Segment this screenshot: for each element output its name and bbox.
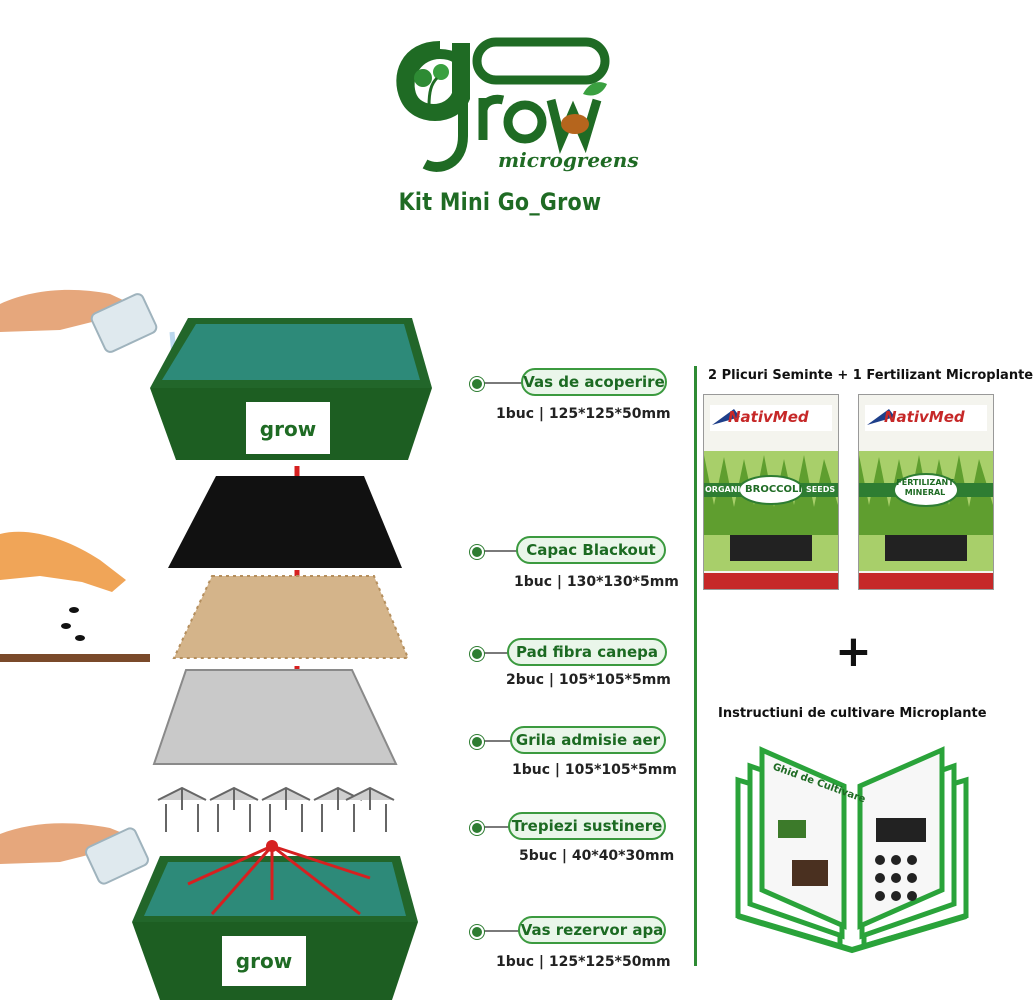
air-grid-icon (154, 670, 396, 764)
section-divider (694, 366, 697, 966)
component-spec-cover-tray: 1buc | 125*125*50mm (496, 406, 671, 422)
leader-dot (470, 821, 484, 835)
cover-tray-icon: grow (150, 318, 432, 460)
reservoir-tray-icon: grow (132, 840, 418, 1000)
guide-heading: Instructiuni de cultivare Microplante (718, 706, 987, 721)
brand-logo (385, 36, 625, 184)
packet-brand: NativMed (884, 408, 965, 426)
leader-line (475, 550, 523, 552)
svg-text:grow: grow (260, 417, 316, 441)
component-label-air-grid: Grila admisie aer (510, 726, 666, 754)
packet-brand: NativMed (728, 408, 809, 426)
component-spec-reservoir: 1buc | 125*125*50mm (496, 954, 671, 970)
leader-dot (470, 377, 484, 391)
leader-line (475, 826, 523, 828)
packet-right-tag: SEEDS (806, 485, 836, 494)
blackout-lid-icon (168, 476, 402, 568)
leader-line (475, 740, 523, 742)
hand-pouring-bottom-icon (0, 823, 171, 917)
component-spec-air-grid: 1buc | 105*105*5mm (512, 762, 677, 778)
component-spec-tripods: 5buc | 40*40*30mm (519, 848, 675, 864)
component-label-blackout: Capac Blackout (516, 536, 666, 564)
component-spec-hemp-pad: 2buc | 105*105*5mm (506, 672, 671, 688)
component-label-tripods: Trepiezi sustinere (508, 812, 666, 840)
page-title: Kit Mini Go_Grow (398, 188, 602, 216)
leader-dot (470, 735, 484, 749)
packet-product-name: BROCCOLI (745, 484, 803, 495)
component-label-reservoir: Vas rezervor apa (518, 916, 666, 944)
grow-logo-icon (396, 37, 610, 172)
leader-dot (470, 545, 484, 559)
kit-exploded-illustration: grow grow (0, 289, 432, 1000)
leader-line (475, 930, 523, 932)
extras-heading: 2 Plicuri Seminte + 1 Fertilizant Microp… (708, 368, 1033, 383)
hand-pouring-icon (0, 289, 179, 381)
logo-subtext: microgreens (498, 148, 639, 172)
fertilizer-packet (858, 394, 994, 590)
tripods-icon (157, 786, 395, 832)
component-label-hemp-pad: Pad fibra canepa (507, 638, 667, 666)
component-spec-blackout: 1buc | 130*130*5mm (514, 574, 679, 590)
component-label-cover-tray: Vas de acoperire (521, 368, 667, 396)
leader-line (475, 652, 523, 654)
packet-left-tag: ORGANIC (705, 485, 747, 494)
guide-book-icon (735, 746, 969, 954)
svg-text:grow: grow (236, 949, 292, 973)
leader-dot (470, 925, 484, 939)
packet-product-name: FERTILIZANT MINERAL (896, 478, 954, 497)
hemp-pad-icon (174, 576, 408, 658)
plus-icon: + (835, 626, 872, 677)
seed-packet-broccoli (703, 394, 839, 590)
hand-seeds-icon (0, 531, 150, 662)
leader-dot (470, 647, 484, 661)
leader-line (475, 382, 523, 384)
